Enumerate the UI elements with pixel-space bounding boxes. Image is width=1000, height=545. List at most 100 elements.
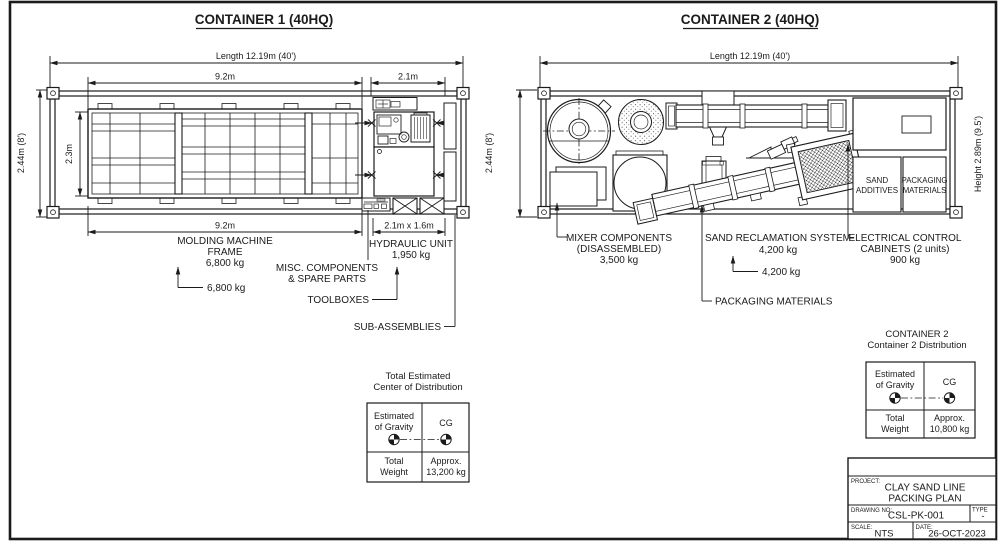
type-value: - bbox=[982, 511, 985, 521]
frame-top-dim: 9.2m bbox=[215, 72, 235, 82]
project-label: PROJECT: bbox=[851, 479, 880, 485]
type-label: TYPE bbox=[972, 508, 988, 514]
molding-machine-label-2: FRAME bbox=[208, 247, 243, 258]
hydraulic-top-dim: 2.1m bbox=[398, 72, 418, 82]
frame-inner-grid bbox=[92, 113, 358, 194]
container1-width-dim: 2.44m (8') bbox=[16, 133, 26, 173]
frame-depth-dim: 2.3m bbox=[64, 144, 74, 164]
packaging-materials-label: PACKAGING MATERIALS bbox=[715, 297, 833, 308]
sub-assemblies-label: SUB-ASSEMBLIES bbox=[354, 322, 442, 333]
cg2-weight-value-2: 10,800 kg bbox=[930, 424, 970, 434]
sand-reclamation-weight: 4,200 kg bbox=[759, 245, 797, 256]
cg-table-container1: Total Estimated Center of Distribution E… bbox=[366, 371, 470, 483]
container1-labels: MOLDING MACHINE FRAME 6,800 kg 6,800 kg … bbox=[177, 236, 453, 333]
misc-components-label-2: & SPARE PARTS bbox=[288, 274, 366, 285]
container2-dimensions: Length 12.19m (40') 2.44m (8') Height 2.… bbox=[484, 51, 983, 218]
molding-machine-label-1: MOLDING MACHINE bbox=[177, 236, 273, 247]
pump bbox=[398, 131, 410, 143]
mixer-weight: 3,500 kg bbox=[600, 255, 638, 266]
drawing-no-value: CSL-PK-001 bbox=[888, 511, 945, 522]
cg2-symbol-right bbox=[943, 392, 956, 404]
mixer-label-1: MIXER COMPONENTS bbox=[566, 233, 672, 244]
cg2-gravity-label-1: Estimated bbox=[875, 369, 915, 379]
frame-mount-tabs bbox=[97, 103, 351, 204]
cg2-weight-label-2: Weight bbox=[881, 424, 909, 434]
container1-drawing: CONTAINER 1 (40HQ) Length 12.19m (40') 9… bbox=[16, 12, 470, 483]
cg1-cg-label: CG bbox=[439, 418, 453, 428]
hydraulic-unit-label: HYDRAULIC UNIT bbox=[369, 239, 453, 250]
cg1-symbol-left bbox=[388, 433, 400, 446]
cg2-weight-label-1: Total bbox=[885, 413, 904, 423]
container1-dimensions: Length 12.19m (40') 9.2m 2.1m 2.44m (8')… bbox=[16, 51, 464, 236]
cg1-weight-label-2: Weight bbox=[380, 467, 408, 477]
cg1-title-1: Total Estimated bbox=[386, 371, 451, 382]
mixer-crates bbox=[549, 166, 607, 207]
drawing-no-label: DRAWING NO: bbox=[851, 508, 892, 514]
cg2-symbol-left bbox=[889, 392, 901, 404]
molding-machine-frame bbox=[87, 103, 363, 204]
container1-length-dim: Length 12.19m (40') bbox=[216, 51, 296, 61]
scale-value: NTS bbox=[875, 529, 894, 540]
container2-height-dim: Height 2.89m (9.5') bbox=[973, 116, 983, 192]
top-conveyor bbox=[665, 99, 847, 132]
angled-roller bbox=[746, 136, 799, 160]
cg1-weight-label-1: Total bbox=[384, 456, 403, 466]
container2-leaders bbox=[554, 143, 854, 302]
cg1-gravity-label-1: Estimated bbox=[374, 411, 414, 421]
mixer-bowl bbox=[543, 98, 615, 164]
packaging-box-label-2: MATERIALS bbox=[903, 186, 947, 195]
container2-frame bbox=[537, 86, 963, 219]
hydraulic-unit-weight: 1,950 kg bbox=[392, 250, 430, 261]
misc-components-label-1: MISC. COMPONENTS bbox=[276, 263, 379, 274]
sub-assembly-racks bbox=[443, 102, 457, 202]
toolbox-crates bbox=[392, 197, 445, 215]
electrical-weight: 900 kg bbox=[890, 255, 920, 266]
electrical-cabinet bbox=[852, 97, 947, 151]
hydraulic-unit bbox=[355, 97, 453, 197]
mixer-wheel bbox=[618, 99, 664, 145]
page-border bbox=[8, 0, 998, 541]
cg2-cg-label: CG bbox=[943, 377, 957, 387]
scale-label: SCALE: bbox=[851, 525, 873, 531]
sand-additives-box-label-2: ADDITIVES bbox=[856, 186, 898, 195]
cg1-weight-value-2: 13,200 kg bbox=[426, 467, 466, 477]
container2-drawing: CONTAINER 2 (40HQ) Length 12.19m (40') 2… bbox=[484, 12, 983, 439]
cg1-title-2: Center of Distribution bbox=[373, 382, 462, 393]
date-label: DATE: bbox=[916, 525, 934, 531]
cg2-title-1: CONTAINER 2 bbox=[885, 329, 948, 340]
container1-leaders bbox=[175, 210, 456, 327]
frame-bottom-dim: 9.2m bbox=[215, 221, 235, 231]
misc-components-panel bbox=[361, 197, 391, 212]
packaging-box-label-1: PACKAGING bbox=[902, 176, 948, 185]
cg1-symbol-right bbox=[440, 433, 452, 446]
date-value: 26-OCT-2023 bbox=[928, 529, 986, 540]
container2-width-dim: 2.44m (8') bbox=[484, 133, 494, 173]
container1-title: CONTAINER 1 (40HQ) bbox=[195, 12, 334, 27]
container2-equipment: SAND ADDITIVES PACKAGING MATERIALS bbox=[543, 90, 948, 225]
project-name-2: PACKING PLAN bbox=[888, 494, 961, 505]
container2-length-dim: Length 12.19m (40') bbox=[710, 51, 790, 61]
cg2-title-2: Container 2 Distribution bbox=[867, 340, 966, 351]
hydraulic-footprint-dim: 2.1m x 1.6m bbox=[384, 221, 434, 231]
title-block: PROJECT: CLAY SAND LINE PACKING PLAN DRA… bbox=[847, 457, 997, 540]
electrical-label-2: CABINETS (2 units) bbox=[861, 244, 950, 255]
electrical-label-1: ELECTRICAL CONTROL bbox=[849, 233, 962, 244]
container1-frame bbox=[46, 86, 470, 219]
sand-additives-box: SAND ADDITIVES bbox=[852, 156, 902, 213]
packaging-materials-box: PACKAGING MATERIALS bbox=[902, 156, 948, 213]
cg2-gravity-label-2: of Gravity bbox=[876, 380, 915, 390]
molding-machine-weight: 6,800 kg bbox=[206, 258, 244, 269]
sand-additives-box-label-1: SAND bbox=[866, 176, 888, 185]
cg1-gravity-label-2: of Gravity bbox=[375, 422, 414, 432]
container2-labels: MIXER COMPONENTS (DISASSEMBLED) 3,500 kg… bbox=[566, 233, 962, 308]
mixer-label-2: (DISASSEMBLED) bbox=[577, 244, 661, 255]
cg1-weight-value-1: Approx. bbox=[430, 456, 461, 466]
sand-reclamation-label: SAND RECLAMATION SYSTEM bbox=[705, 233, 851, 244]
hydraulic-tank bbox=[373, 146, 435, 197]
project-name-1: CLAY SAND LINE bbox=[885, 483, 966, 494]
sand-weight-callout: 4,200 kg bbox=[762, 267, 800, 278]
cg-table-container2: CONTAINER 2 Container 2 Distribution Est… bbox=[865, 329, 976, 439]
molding-weight-callout: 6,800 kg bbox=[207, 283, 245, 294]
